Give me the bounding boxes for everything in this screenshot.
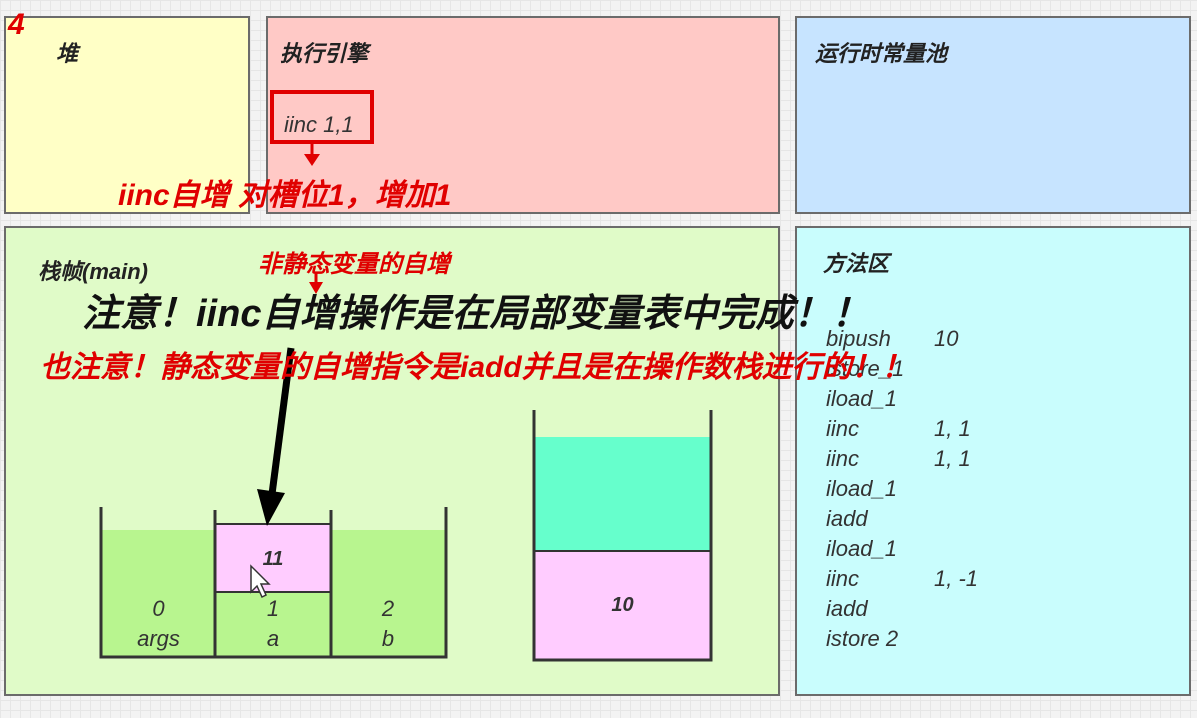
- step-number: 4: [8, 8, 25, 41]
- slot-index: 1: [266, 596, 280, 621]
- code-op: iload_1: [826, 386, 897, 411]
- code-op: istore_1: [826, 356, 905, 381]
- constant-pool-panel: 运行时常量池: [795, 16, 1191, 214]
- slot-name: args: [137, 626, 180, 651]
- iinc-note: iinc自增 对槽位1，增加1: [118, 179, 452, 212]
- code-line: bipush 10: [826, 326, 958, 352]
- method-area-title: 方法区: [823, 251, 890, 276]
- method-area-panel: 方法区: [795, 226, 1191, 696]
- code-arg: 1, 1: [934, 446, 971, 471]
- execution-engine-panel: 执行引擎: [266, 16, 780, 214]
- code-arg: 10: [934, 326, 959, 351]
- code-op: iload_1: [826, 476, 897, 501]
- code-op: bipush: [826, 326, 891, 351]
- current-instruction-box: [270, 90, 374, 144]
- code-op: iadd: [826, 596, 868, 621]
- code-op: iinc: [826, 566, 860, 591]
- heap-panel: 堆: [4, 16, 250, 214]
- code-line: iinc 1, 1: [826, 446, 971, 472]
- code-line: iadd: [826, 596, 934, 622]
- code-op: iload_1: [826, 536, 897, 561]
- nonstatic-note: 非静态变量的自增: [258, 251, 450, 278]
- operand-stack-value: 10: [611, 594, 634, 616]
- code-arg: 1, -1: [934, 566, 979, 591]
- constant-pool-title: 运行时常量池: [815, 41, 948, 66]
- code-line: iload_1: [826, 536, 934, 562]
- slot-name: a: [266, 626, 280, 651]
- code-op: iinc: [826, 416, 860, 441]
- code-line: iload_1: [826, 476, 934, 502]
- code-op: istore 2: [826, 626, 899, 651]
- code-line: istore 2: [826, 626, 934, 652]
- slot-name: b: [381, 626, 395, 651]
- engine-title: 执行引擎: [280, 41, 369, 66]
- code-line: iload_1: [826, 386, 934, 412]
- current-instruction: iinc 1,1: [284, 112, 354, 137]
- heap-title: 堆: [56, 41, 79, 66]
- stack-frame-title: 栈帧(main): [38, 259, 149, 284]
- code-line: iinc 1, 1: [826, 416, 971, 442]
- code-line: iadd: [826, 506, 934, 532]
- code-line: istore_1: [826, 356, 934, 382]
- code-op: iinc: [826, 446, 860, 471]
- slot-value: 11: [262, 548, 284, 570]
- code-arg: 1, 1: [934, 416, 971, 441]
- slot-index: 0: [152, 596, 165, 621]
- main-note: 注意！iinc自增操作是在局部变量表中完成！！: [82, 293, 870, 335]
- code-line: iinc 1, -1: [826, 566, 978, 592]
- code-op: iadd: [826, 506, 868, 531]
- static-note: 也注意！静态变量的自增指令是iadd并且是在操作数栈进行的！！: [40, 351, 912, 384]
- slot-index: 2: [381, 596, 395, 621]
